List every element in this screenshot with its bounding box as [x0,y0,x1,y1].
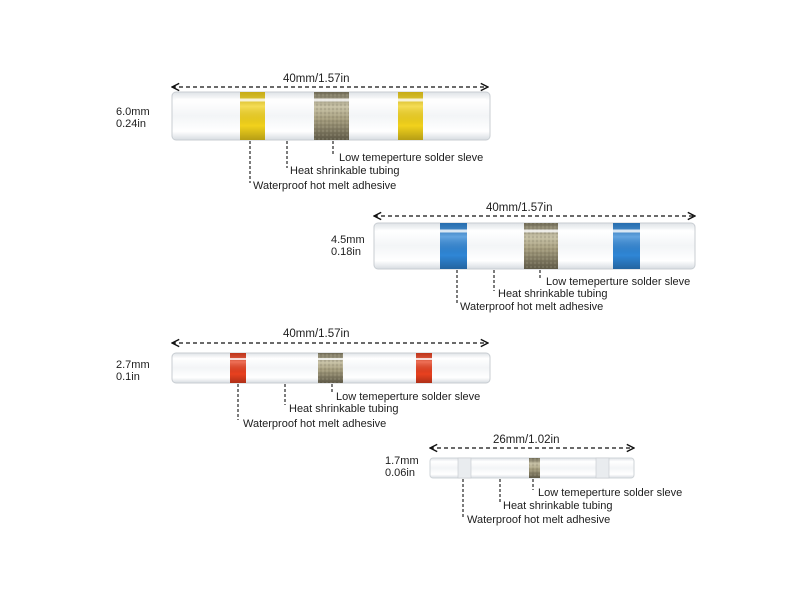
adhesive-ring-right [595,457,610,479]
callout-lines [237,384,333,420]
length-label: 40mm/1.57in [283,73,350,85]
callout-lines [462,479,534,517]
connector-3 [172,343,491,420]
connector-1 [172,87,491,183]
diameter-mm-label: 6.0mm [116,106,150,118]
connector-2 [374,216,695,304]
callout-lines [249,141,334,183]
connector-4 [430,448,634,517]
adhesive-label: Waterproof hot melt adhesive [253,180,397,192]
tubing-label: Heat shrinkable tubing [289,403,399,415]
length-label: 40mm/1.57in [283,328,350,340]
tubing-label: Heat shrinkable tubing [503,500,613,512]
diameter-mm-label: 1.7mm [385,455,419,467]
diameter-in-label: 0.06in [385,467,415,479]
solder-sleeve-label: Low temeperture solder sleve [538,487,683,499]
callout-lines [456,270,541,304]
adhesive-label: Waterproof hot melt adhesive [460,301,604,313]
solder-sleeve-label: Low temeperture solder sleve [336,391,481,403]
diameter-in-label: 0.24in [116,118,146,130]
adhesive-label: Waterproof hot melt adhesive [243,418,387,430]
diameter-mm-label: 4.5mm [331,234,365,246]
length-label: 40mm/1.57in [486,202,553,214]
adhesive-ring-left [457,457,472,479]
length-label: 26mm/1.02in [493,434,560,446]
diameter-in-label: 0.1in [116,371,140,383]
solder-sleeve-label: Low temeperture solder sleve [546,276,691,288]
diameter-mm-label: 2.7mm [116,359,150,371]
tubing-label: Heat shrinkable tubing [290,165,400,177]
adhesive-label: Waterproof hot melt adhesive [467,514,611,526]
diameter-in-label: 0.18in [331,246,361,258]
solder-sleeve-label: Low temeperture solder sleve [339,152,484,164]
tubing-label: Heat shrinkable tubing [498,288,608,300]
